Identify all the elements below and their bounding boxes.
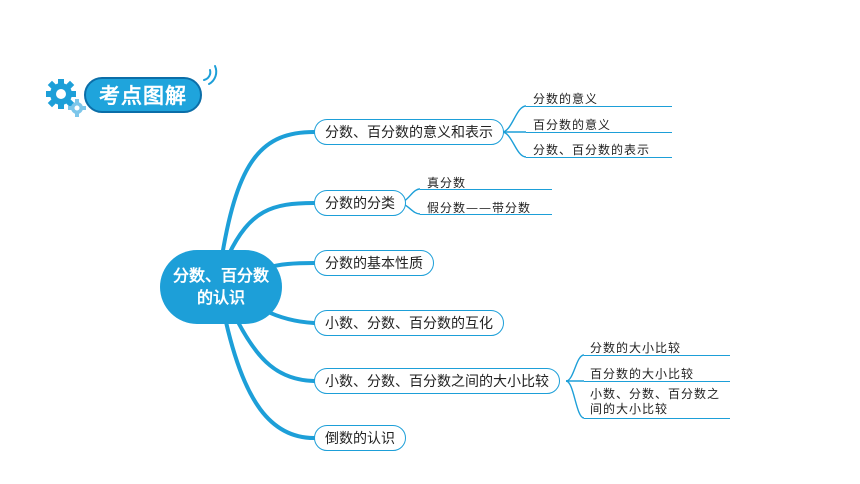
branch-node-classification: 分数的分类 (314, 190, 406, 216)
connector-branch-6 (224, 320, 316, 440)
connector-branch-1 (220, 130, 316, 258)
leaf-percent-comparison: 百分数的大小比较 (590, 367, 695, 381)
signal-icon (203, 65, 218, 85)
branch-node-comparison: 小数、分数、百分数之间的大小比较 (314, 368, 560, 394)
branch-node-reciprocal: 倒数的认识 (314, 425, 406, 451)
leaf-underline (584, 418, 730, 419)
gear-icon (44, 74, 88, 118)
connector-branch-5 (236, 320, 316, 383)
leaf-connector-3 (501, 131, 527, 158)
leaf-fraction-comparison: 分数的大小比较 (590, 341, 682, 355)
leaf-underline (584, 381, 730, 382)
leaf-underline (526, 132, 672, 133)
section-title: 考点图解 (99, 84, 187, 108)
leaf-underline (526, 106, 672, 107)
branch-node-meaning-representation: 分数、百分数的意义和表示 (314, 119, 504, 145)
leaf-underline (420, 189, 552, 190)
connector-branch-2 (226, 201, 316, 258)
branch-node-conversion: 小数、分数、百分数的互化 (314, 310, 504, 336)
leaf-improper-mixed: 假分数——带分数 (427, 201, 532, 215)
branch-node-basic-property: 分数的基本性质 (314, 250, 434, 276)
leaf-connector-8 (565, 380, 585, 419)
leaf-fraction-meaning: 分数的意义 (533, 92, 599, 106)
leaf-connector-6 (565, 354, 585, 382)
leaf-connector-1 (501, 105, 527, 133)
leaf-mixed-comparison: 小数、分数、百分数之间的大小比较 (590, 387, 721, 416)
leaf-proper-fraction: 真分数 (427, 176, 467, 190)
leaf-percent-meaning: 百分数的意义 (533, 118, 612, 132)
leaf-underline (526, 157, 672, 158)
leaf-representation: 分数、百分数的表示 (533, 143, 651, 157)
section-badge: 考点图解 (84, 77, 202, 113)
center-node: 分数、百分数的认识 (160, 250, 282, 324)
leaf-underline (584, 355, 730, 356)
leaf-underline (420, 214, 552, 215)
